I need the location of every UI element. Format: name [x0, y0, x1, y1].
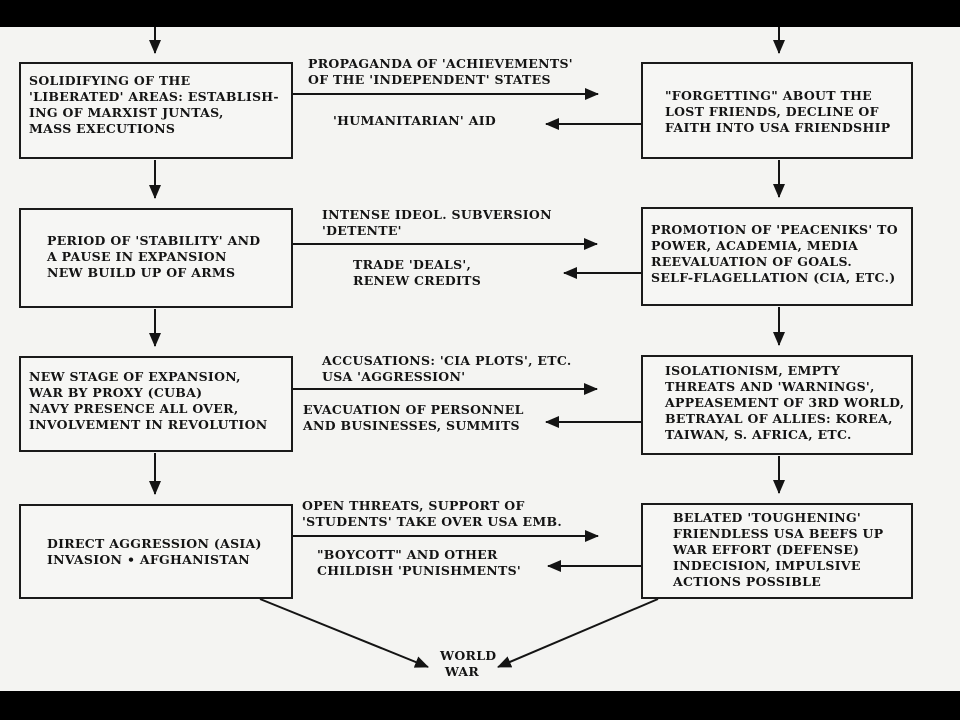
text-line: ING OF MARXIST JUNTAS,	[29, 105, 224, 120]
text-line: ACTIONS POSSIBLE	[673, 574, 822, 589]
text-line: INTENSE IDEOL. SUBVERSION	[322, 207, 552, 222]
text-line: BETRAYAL OF ALLIES: KOREA,	[665, 411, 893, 426]
label-accusations: ACCUSATIONS: 'CIA PLOTS', ETC.USA 'AGGRE…	[322, 353, 572, 385]
text-line: FRIENDLESS USA BEEFS UP	[673, 526, 884, 541]
text-line: WAR BY PROXY (CUBA)	[29, 385, 203, 400]
text-line: USA 'AGGRESSION'	[322, 369, 466, 384]
text-line: CHILDISH 'PUNISHMENTS'	[317, 563, 522, 578]
text-line: AND BUSINESSES, SUMMITS	[303, 418, 520, 433]
text-line: SOLIDIFYING OF THE	[29, 73, 191, 88]
text-line: OF THE 'INDEPENDENT' STATES	[308, 72, 551, 87]
flow-diagram: SOLIDIFYING OF THE'LIBERATED' AREAS: EST…	[0, 27, 960, 691]
text-line: NEW BUILD UP OF ARMS	[47, 265, 236, 280]
text-line: 'LIBERATED' AREAS: ESTABLISH-	[29, 89, 279, 104]
text-line: INVASION • AFGHANISTAN	[47, 552, 250, 567]
text-line: WAR EFFORT (DEFENSE)	[673, 542, 860, 557]
text-line: DIRECT AGGRESSION (ASIA)	[47, 536, 262, 551]
text-line: TAIWAN, S. AFRICA, ETC.	[665, 427, 852, 442]
text-line: WAR	[444, 664, 480, 679]
text-line: NEW STAGE OF EXPANSION,	[29, 369, 241, 384]
right-box-belated-toughening: BELATED 'TOUGHENING'FRIENDLESS USA BEEFS…	[641, 503, 913, 599]
text-line: ACCUSATIONS: 'CIA PLOTS', ETC.	[322, 353, 572, 368]
text-line: WORLD	[440, 648, 497, 663]
text-line: NAVY PRESENCE ALL OVER,	[29, 401, 239, 416]
text-line: THREATS AND 'WARNINGS',	[665, 379, 875, 394]
text-line: "BOYCOTT" AND OTHER	[317, 547, 498, 562]
label-trade-deals: TRADE 'DEALS',RENEW CREDITS	[353, 257, 481, 289]
connector-layer	[149, 27, 785, 668]
text-line: POWER, ACADEMIA, MEDIA	[651, 238, 859, 253]
text-line: MASS EXECUTIONS	[29, 121, 176, 136]
text-line: 'HUMANITARIAN' AID	[333, 113, 496, 128]
text-line: APPEASEMENT OF 3RD WORLD,	[665, 395, 905, 410]
text-line: PERIOD OF 'STABILITY' AND	[47, 233, 261, 248]
text-line: FAITH INTO USA FRIENDSHIP	[665, 120, 891, 135]
label-ideological-subversion: INTENSE IDEOL. SUBVERSION'DETENTE'	[322, 207, 552, 239]
text-line: 'STUDENTS' TAKE OVER USA EMB.	[302, 514, 563, 529]
label-open-threats: OPEN THREATS, SUPPORT OF'STUDENTS' TAKE …	[302, 498, 562, 530]
text-line: REEVALUATION OF GOALS.	[651, 254, 853, 269]
text-line: INVOLVEMENT IN REVOLUTION	[29, 417, 268, 432]
text-line: TRADE 'DEALS',	[353, 257, 472, 272]
text-line: SELF-FLAGELLATION (CIA, ETC.)	[651, 270, 896, 285]
text-line: RENEW CREDITS	[353, 273, 482, 288]
text-line: OPEN THREATS, SUPPORT OF	[302, 498, 525, 513]
text-line: BELATED 'TOUGHENING'	[673, 510, 862, 525]
arrow-to-world-war-right	[497, 598, 659, 668]
text-line: LOST FRIENDS, DECLINE OF	[665, 104, 879, 119]
text-line: PROMOTION OF 'PEACENIKS' TO	[651, 222, 898, 237]
label-propaganda: PROPAGANDA OF 'ACHIEVEMENTS'OF THE 'INDE…	[308, 56, 573, 88]
text-line: INDECISION, IMPULSIVE	[673, 558, 861, 573]
text-line: EVACUATION OF PERSONNEL	[303, 402, 524, 417]
left-box-direct-aggression: DIRECT AGGRESSION (ASIA)INVASION • AFGHA…	[19, 504, 293, 599]
left-box-liberated-areas: SOLIDIFYING OF THE'LIBERATED' AREAS: EST…	[19, 62, 293, 159]
text-line: A PAUSE IN EXPANSION	[47, 249, 227, 264]
left-box-new-expansion: NEW STAGE OF EXPANSION,WAR BY PROXY (CUB…	[19, 356, 293, 452]
text-line: ISOLATIONISM, EMPTY	[665, 363, 841, 378]
text-line: "FORGETTING" ABOUT THE	[665, 88, 873, 103]
arrow-to-world-war-left	[259, 598, 429, 668]
text-line: PROPAGANDA OF 'ACHIEVEMENTS'	[308, 56, 573, 71]
text-line: 'DETENTE'	[322, 223, 402, 238]
label-humanitarian-aid: 'HUMANITARIAN' AID	[333, 113, 496, 129]
